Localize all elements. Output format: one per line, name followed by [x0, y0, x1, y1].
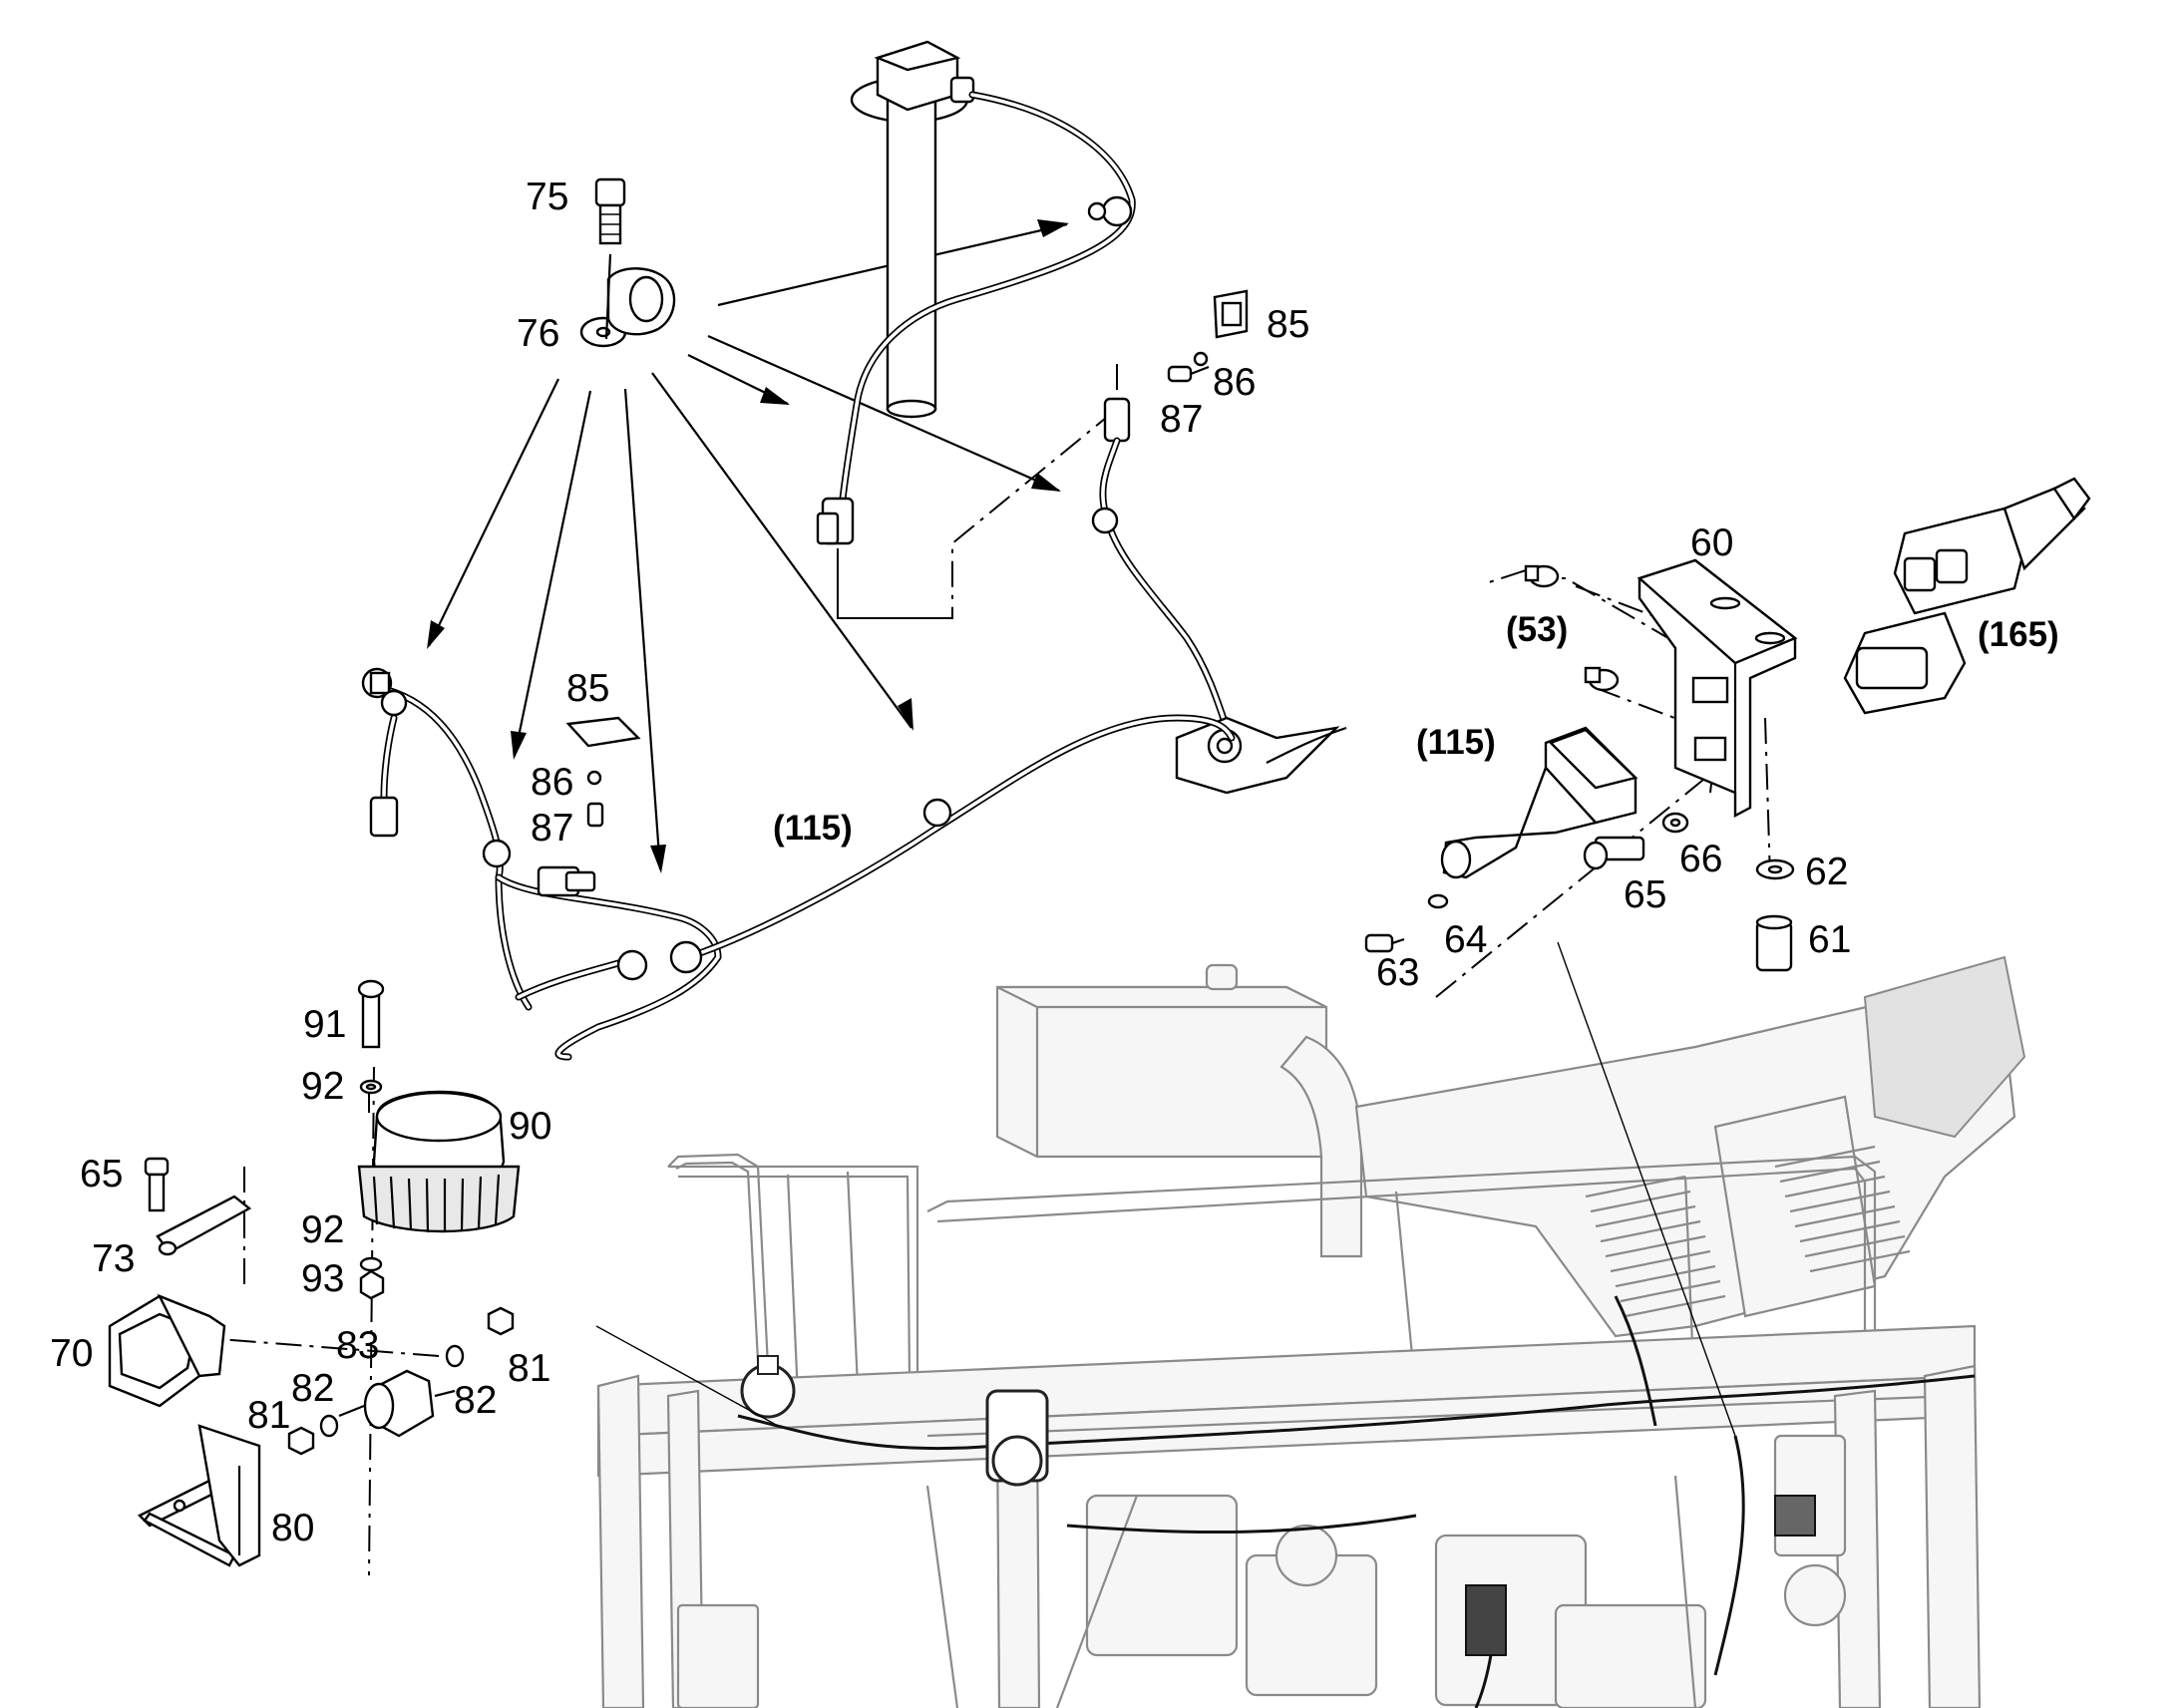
label-85-lower: 85	[566, 667, 609, 710]
clip-53-middle	[1584, 666, 1620, 692]
label-65-upper: 65	[1624, 873, 1666, 916]
label-73: 73	[92, 1237, 135, 1280]
label-70: 70	[50, 1332, 93, 1375]
label-80: 80	[271, 1507, 314, 1549]
label-87-lower: 87	[531, 807, 573, 850]
label-165: (165)	[1978, 615, 2059, 654]
connector-boot-115	[1440, 726, 1638, 879]
label-86-lower: 86	[531, 761, 573, 804]
label-81-left: 81	[247, 1394, 290, 1437]
label-92-upper: 92	[301, 1065, 344, 1108]
label-91: 91	[303, 1003, 346, 1046]
bracket-60	[1636, 558, 1798, 818]
label-75: 75	[526, 175, 568, 218]
machine-components	[740, 1355, 1816, 1656]
right-harness	[1091, 397, 1347, 795]
bolt-65-lower	[144, 1157, 170, 1212]
label-81-right: 81	[508, 1347, 550, 1390]
label-115-right: (115)	[1416, 723, 1496, 762]
bolt-75	[594, 177, 626, 245]
clip-85-upper	[1167, 289, 1249, 383]
label-93: 93	[301, 1257, 344, 1300]
nuts-81-82	[287, 1306, 515, 1456]
fuel-level-sensor	[850, 40, 975, 419]
label-53: (53)	[1506, 610, 1568, 649]
label-115-left: (115)	[773, 809, 853, 848]
label-83: 83	[336, 1324, 379, 1367]
horn-70	[108, 1293, 226, 1408]
clip-85-lower	[565, 716, 641, 828]
label-82-right: 82	[454, 1379, 497, 1422]
label-82-left: 82	[291, 1367, 334, 1410]
beacon-90	[357, 979, 521, 1300]
label-85-upper: 85	[1267, 303, 1309, 346]
bracket-80	[137, 1424, 261, 1567]
callout-lines	[427, 219, 1736, 1437]
label-62: 62	[1805, 851, 1848, 893]
sensor-cable	[816, 91, 1136, 545]
label-65-lower: 65	[80, 1153, 123, 1196]
label-92-lower: 92	[301, 1208, 344, 1251]
label-86-upper: 86	[1213, 361, 1256, 404]
label-63: 63	[1376, 951, 1419, 994]
label-61: 61	[1808, 918, 1851, 961]
connector-165	[1843, 477, 2091, 715]
fasteners-61-66	[1364, 812, 1795, 972]
label-66: 66	[1679, 838, 1722, 880]
machine-frame-background	[596, 955, 2026, 1708]
label-76: 76	[517, 312, 559, 355]
label-64: 64	[1444, 918, 1487, 961]
label-87-upper: 87	[1160, 398, 1203, 441]
clip-76	[579, 253, 676, 348]
damper-83	[338, 1369, 456, 1438]
label-60: 60	[1690, 521, 1733, 564]
main-harness	[361, 667, 1236, 1061]
screw-53	[1524, 564, 1560, 588]
bracket-73	[156, 1195, 252, 1256]
label-90: 90	[509, 1105, 551, 1148]
part-number-labels: 75 76 85 86 87 85 86 87 (115) (115) 60 (…	[50, 175, 2059, 1549]
